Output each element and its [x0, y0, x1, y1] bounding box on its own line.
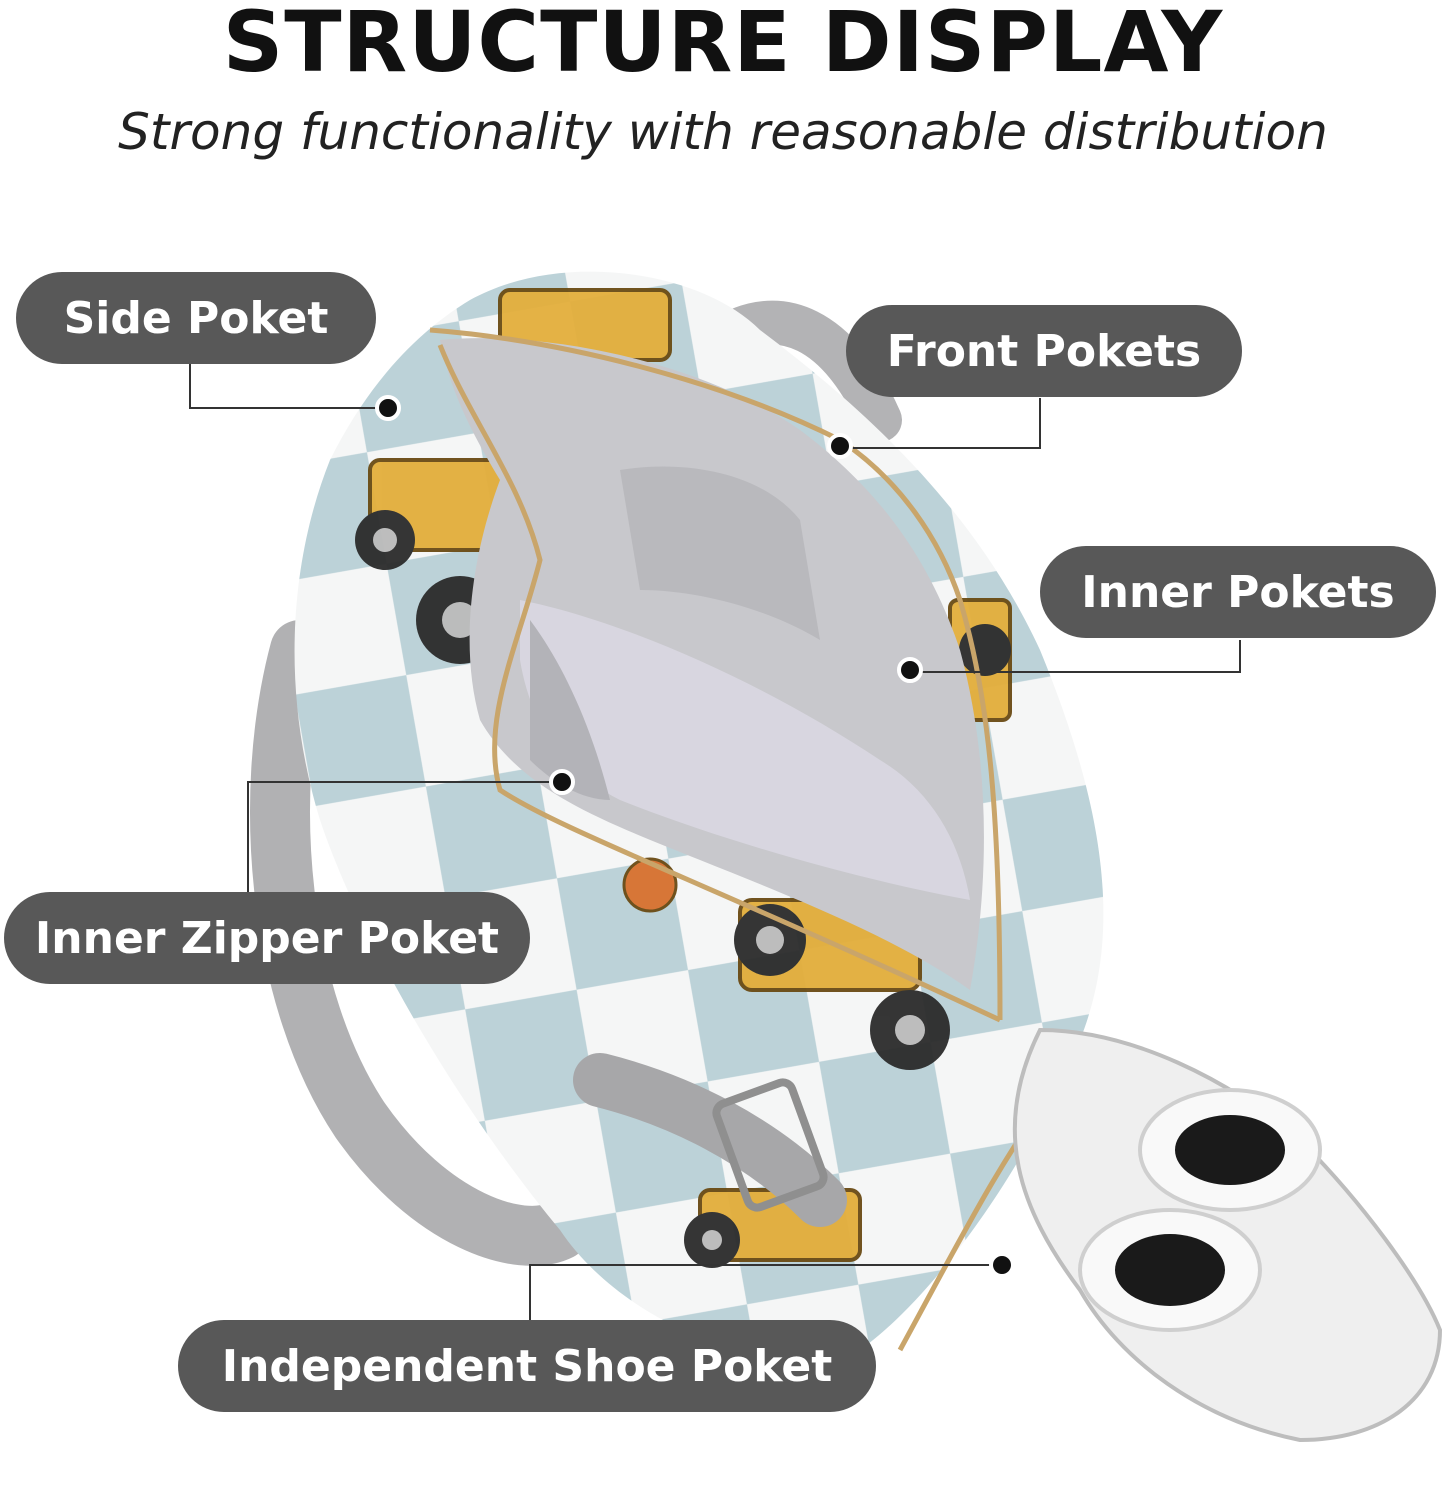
- lower-zipper: [437, 344, 1002, 1023]
- inner-pocket-panel: [620, 466, 820, 640]
- sneaker-right-opening: [1115, 1234, 1225, 1306]
- inner-fabric: [520, 600, 970, 900]
- strap-buckle: [712, 1078, 828, 1212]
- page-subtitle: Strong functionality with reasonable dis…: [118, 103, 1328, 161]
- sneaker-left-opening: [1175, 1115, 1285, 1185]
- callout-side-poket: Side Poket: [16, 272, 376, 364]
- callout-independent-shoe-poket: Independent Shoe Poket: [178, 1320, 876, 1412]
- page-title: STRUCTURE DISPLAY: [222, 0, 1224, 91]
- inner-zipper-pocket-panel: [530, 620, 610, 800]
- callout-inner-pokets: Inner Pokets: [1040, 546, 1436, 638]
- callout-inner-zipper-poket: Inner Zipper Poket: [4, 892, 530, 984]
- callout-lines: [189, 362, 1241, 1322]
- callout-dots: [375, 395, 1015, 1278]
- main-zipper: [429, 327, 1003, 1021]
- callout-front-pokets: Front Pokets: [846, 305, 1242, 397]
